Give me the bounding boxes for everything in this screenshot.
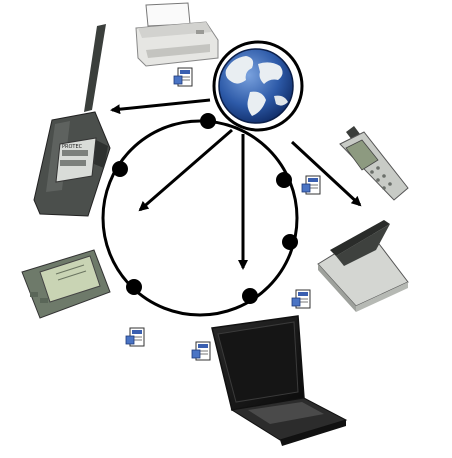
globe-icon (212, 40, 304, 132)
ring-node (282, 234, 298, 250)
arrow-to-radio (110, 98, 211, 115)
document-icon (301, 175, 321, 195)
ring-node (276, 172, 292, 188)
laptop-icon (211, 315, 348, 446)
arrow-to-scanner (290, 140, 362, 207)
document-icon (173, 67, 193, 87)
data-flow-arrows (110, 98, 362, 270)
printer-icon (135, 2, 219, 67)
ring-node (200, 113, 216, 129)
ring-node (126, 279, 142, 295)
pda-icon (21, 249, 111, 319)
arrow-to-ring-left (138, 128, 233, 212)
document-icon (125, 327, 145, 347)
radio-brand-label: PROTEC (62, 144, 83, 150)
document-icon (291, 289, 311, 309)
two-way-radio-icon: PROTEC (33, 24, 111, 217)
ring-node (112, 161, 128, 177)
ring-node (242, 288, 258, 304)
network-ring (101, 113, 299, 317)
document-icon (191, 341, 211, 361)
flatbed-scanner-icon (317, 220, 409, 312)
mobile-phone-icon (339, 126, 409, 201)
